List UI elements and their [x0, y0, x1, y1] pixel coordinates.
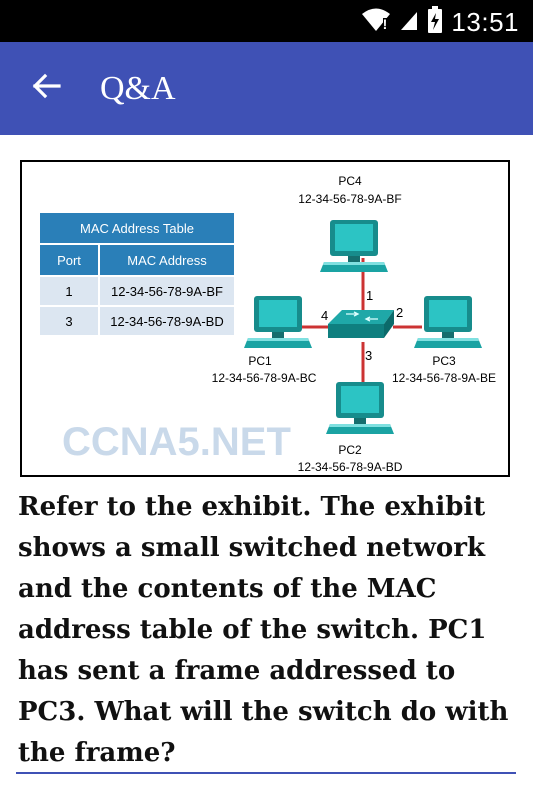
port-label: 2	[396, 305, 403, 320]
wifi-icon: !	[361, 7, 391, 38]
table-row: 3 12-34-56-78-9A-BD	[40, 307, 234, 335]
port-label: 4	[321, 308, 328, 323]
pc2-icon	[326, 382, 394, 434]
page-title: Q&A	[100, 70, 176, 107]
pc1-name: PC1	[248, 354, 272, 368]
pc1-icon	[244, 296, 312, 348]
pc1-mac: 12-34-56-78-9A-BC	[212, 371, 317, 385]
mac-table-header-port: Port	[40, 245, 98, 275]
pc4-name: PC4	[338, 174, 362, 188]
mac-table-header-mac: MAC Address	[100, 245, 234, 275]
pc3-name: PC3	[432, 354, 456, 368]
status-bar: ! 13:51	[0, 0, 533, 42]
pc3-icon	[414, 296, 482, 348]
exhibit-image: MAC Address Table Port MAC Address 1 12-…	[20, 160, 510, 477]
mac-table-port-cell: 1	[40, 277, 98, 305]
cellular-signal-icon	[399, 8, 419, 37]
pc4-icon	[320, 220, 388, 272]
mac-table-mac-cell: 12-34-56-78-9A-BD	[100, 307, 234, 335]
port-label: 1	[366, 288, 373, 303]
mac-table-port-cell: 3	[40, 307, 98, 335]
status-icons: ! 13:51	[361, 6, 519, 39]
table-row: 1 12-34-56-78-9A-BF	[40, 277, 234, 305]
arrow-left-icon	[31, 73, 61, 104]
mac-address-table: MAC Address Table Port MAC Address 1 12-…	[38, 211, 236, 337]
port-label: 3	[365, 348, 372, 363]
battery-charging-icon	[427, 6, 443, 39]
mac-table-title: MAC Address Table	[40, 213, 234, 243]
pc4-mac: 12-34-56-78-9A-BF	[298, 192, 401, 206]
question-content: MAC Address Table Port MAC Address 1 12-…	[0, 135, 533, 800]
status-time: 13:51	[451, 7, 519, 37]
question-text: Refer to the exhibit. The exhibit shows …	[18, 492, 509, 768]
divider	[16, 772, 516, 774]
back-button[interactable]	[22, 64, 70, 112]
pc2-mac: 12-34-56-78-9A-BD	[298, 460, 403, 474]
network-diagram: CCNA5.NET 1 2 3 4 PC4 12-34-56-78-9A-BF …	[62, 174, 496, 474]
pc3-mac: 12-34-56-78-9A-BE	[392, 371, 496, 385]
svg-text:!: !	[383, 16, 388, 32]
mac-table-mac-cell: 12-34-56-78-9A-BF	[100, 277, 234, 305]
pc2-name: PC2	[338, 443, 362, 457]
switch-icon	[328, 310, 394, 338]
app-bar: Q&A	[0, 42, 533, 135]
watermark: CCNA5.NET	[62, 420, 291, 464]
